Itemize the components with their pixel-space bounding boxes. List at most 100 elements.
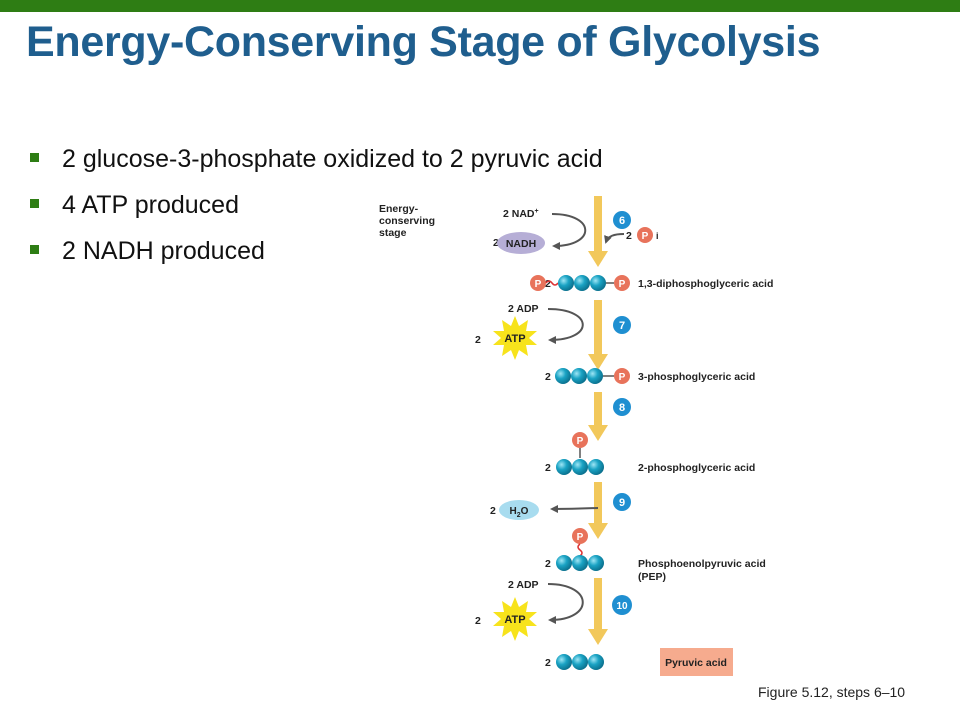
flow-arrow: [588, 578, 608, 645]
carbon-ball: [590, 275, 606, 291]
figure-caption: Figure 5.12, steps 6–10: [758, 684, 906, 700]
step-circle: [613, 493, 631, 511]
carbon-ball: [588, 459, 604, 475]
compound-label: (PEP): [638, 571, 666, 583]
atp-label: ATP: [504, 333, 525, 345]
cofactor-arrows: [547, 213, 625, 624]
step-circle: [613, 398, 631, 416]
step-number: 8: [619, 402, 625, 414]
phosphate-label: P: [577, 532, 584, 543]
coefficient: 2: [493, 237, 499, 249]
phosphate-label: P: [619, 279, 626, 290]
carbon-ball: [572, 459, 588, 475]
phosphate-circle: [572, 432, 588, 448]
nadh-label: NADH: [506, 238, 536, 250]
curved-arrow: [547, 308, 584, 344]
compound-label: Pyruvic acid: [665, 657, 727, 669]
coefficient: 2: [545, 462, 551, 474]
pi-subscript: i: [656, 231, 659, 241]
slide-title: Energy-Conserving Stage of Glycolysis: [26, 18, 821, 66]
compound-label: 3-phosphoglyceric acid: [638, 371, 755, 383]
phosphate-circle: [614, 368, 630, 384]
coefficient: 2: [475, 334, 481, 346]
step-circle: [613, 316, 631, 334]
compound-label: 2-phosphoglyceric acid: [638, 462, 755, 474]
bullet-text: 2 glucose-3-phosphate oxidized to 2 pyru…: [62, 145, 603, 173]
step-circle: [612, 595, 632, 615]
carbon-ball: [558, 275, 574, 291]
coefficient: 2: [545, 558, 551, 570]
top-accent-bar: [0, 0, 960, 12]
compound-label: 1,3-diphosphoglyceric acid: [638, 278, 773, 290]
compound-label: Phosphoenolpyruvic acid: [638, 558, 766, 570]
phosphate-bond: [577, 543, 583, 557]
flow-arrow: [588, 196, 608, 267]
step-number: 9: [619, 497, 625, 509]
carbon-ball: [588, 555, 604, 571]
carbon-ball: [588, 654, 604, 670]
atp-burst: [493, 597, 537, 641]
carbon-ball: [556, 555, 572, 571]
carbon-ball: [574, 275, 590, 291]
atp-burst: [493, 316, 537, 360]
water-label: H2O: [510, 506, 529, 519]
adp-label: 2 ADP: [508, 303, 539, 315]
compound-pep: P 2 Phosphoenolpyruvic acid (PEP): [545, 528, 766, 583]
bullet-item: 2 glucose-3-phosphate oxidized to 2 pyru…: [26, 136, 603, 182]
phosphate-circle: [637, 227, 653, 243]
flow-arrows: [588, 196, 608, 645]
phosphate-circle: [530, 275, 546, 291]
phosphate-label: P: [577, 436, 584, 447]
curved-arrow: [550, 504, 599, 513]
coefficient: 2: [626, 230, 632, 242]
carbon-ball: [556, 654, 572, 670]
bullet-list: 2 glucose-3-phosphate oxidized to 2 pyru…: [26, 136, 603, 274]
flow-arrow: [588, 392, 608, 441]
bullet-marker-icon: [30, 153, 39, 162]
phosphate-bond: [545, 280, 559, 286]
carbon-ball: [572, 654, 588, 670]
phosphate-circle: [572, 528, 588, 544]
step-circles: 6 7 8 9 10: [612, 211, 632, 615]
flow-arrow: [588, 482, 608, 539]
bullet-text: 2 NADH produced: [62, 237, 265, 265]
compound-pyruvic: 2 Pyruvic acid: [545, 648, 733, 676]
step-number: 10: [616, 601, 628, 612]
step-circle: [613, 211, 631, 229]
phosphate-circle: [614, 275, 630, 291]
adp-label: 2 ADP: [508, 579, 539, 591]
compound-diphosphoglyceric: 2 P P 1,3-diphosphoglyceric acid: [530, 275, 773, 291]
carbon-ball: [587, 368, 603, 384]
curved-arrow: [604, 233, 625, 244]
stage-label-line1: Energy-: [379, 203, 419, 215]
stage-label-line2: conserving: [379, 215, 435, 227]
step-number: 6: [619, 215, 625, 227]
carbon-ball: [571, 368, 587, 384]
coefficient: 2: [545, 657, 551, 669]
phosphate-label: P: [619, 372, 626, 383]
bullet-item: 2 NADH produced: [26, 228, 603, 274]
curved-arrow: [551, 213, 587, 250]
nadh-oval: [497, 232, 545, 254]
atp-label: ATP: [504, 614, 525, 626]
carbon-ball: [572, 555, 588, 571]
step-number: 7: [619, 320, 625, 332]
flow-arrow: [588, 300, 608, 370]
coefficient: 2: [545, 278, 551, 290]
phosphate-label: P: [642, 231, 649, 242]
coefficient: 2: [545, 371, 551, 383]
phosphate-label: P: [535, 279, 542, 290]
bullet-marker-icon: [30, 199, 39, 208]
bullet-text: 4 ATP produced: [62, 191, 239, 219]
stage-label-line3: stage: [379, 227, 407, 239]
coefficient: 2: [475, 615, 481, 627]
carbon-ball: [555, 368, 571, 384]
bullet-marker-icon: [30, 245, 39, 254]
carbon-ball: [556, 459, 572, 475]
compound-2-phosphoglyceric: P 2 2-phosphoglyceric acid: [545, 432, 755, 475]
curved-arrow: [547, 583, 584, 624]
bullet-item: 4 ATP produced: [26, 182, 603, 228]
glycolysis-diagram: Energy- conserving stage 6 7 8: [360, 190, 920, 680]
water-oval: [499, 500, 539, 520]
nad-plus-label: 2 NAD+: [503, 208, 539, 220]
